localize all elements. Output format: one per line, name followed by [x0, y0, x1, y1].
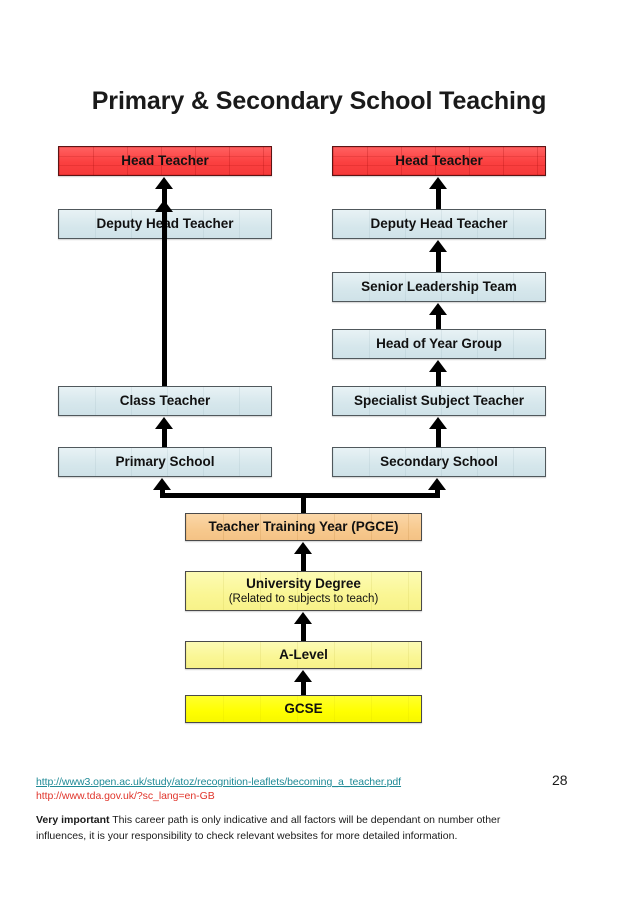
- node-label: Head Teacher: [395, 153, 483, 169]
- node-label: A-Level: [279, 647, 328, 663]
- node-head-of-year-group[interactable]: Head of Year Group: [332, 329, 546, 359]
- node-secondary-head-teacher[interactable]: Head Teacher: [332, 146, 546, 176]
- node-secondary-school[interactable]: Secondary School: [332, 447, 546, 477]
- node-class-teacher[interactable]: Class Teacher: [58, 386, 272, 416]
- node-university-degree[interactable]: University Degree (Related to subjects t…: [185, 571, 422, 611]
- page-number: 28: [552, 772, 568, 788]
- node-label: Senior Leadership Team: [361, 279, 517, 295]
- node-label: Teacher Training Year (PGCE): [208, 519, 399, 535]
- node-label: Specialist Subject Teacher: [353, 393, 525, 409]
- node-primary-head-teacher[interactable]: Head Teacher: [58, 146, 272, 176]
- node-primary-school[interactable]: Primary School: [58, 447, 272, 477]
- footer: http://www3.open.ac.uk/study/atoz/recogn…: [36, 775, 536, 844]
- node-gcse[interactable]: GCSE: [185, 695, 422, 723]
- link-tda[interactable]: http://www.tda.gov.uk/?sc_lang=en-GB: [36, 790, 215, 803]
- node-specialist-subject-teacher[interactable]: Specialist Subject Teacher: [332, 386, 546, 416]
- node-label: Primary School: [115, 454, 215, 470]
- node-a-level[interactable]: A-Level: [185, 641, 422, 669]
- node-label: University Degree: [246, 576, 361, 592]
- node-sublabel: (Related to subjects to teach): [228, 592, 379, 605]
- node-label: GCSE: [284, 701, 323, 717]
- node-secondary-deputy-head-teacher[interactable]: Deputy Head Teacher: [332, 209, 546, 239]
- node-label: Class Teacher: [119, 393, 211, 409]
- page-title: Primary & Secondary School Teaching: [91, 87, 547, 115]
- node-senior-leadership-team[interactable]: Senior Leadership Team: [332, 272, 546, 302]
- node-label: Head Teacher: [121, 153, 209, 169]
- disclaimer-note: Very important This career path is only …: [36, 813, 528, 843]
- node-label: Head of Year Group: [376, 336, 502, 352]
- disclaimer-note-body: This career path is only indicative and …: [36, 814, 501, 842]
- node-label: Deputy Head Teacher: [370, 216, 508, 232]
- node-teacher-training-year[interactable]: Teacher Training Year (PGCE): [185, 513, 422, 541]
- disclaimer-note-emphasis: Very important: [36, 814, 110, 827]
- node-label: Secondary School: [380, 454, 498, 470]
- link-open-university[interactable]: http://www3.open.ac.uk/study/atoz/recogn…: [36, 776, 402, 788]
